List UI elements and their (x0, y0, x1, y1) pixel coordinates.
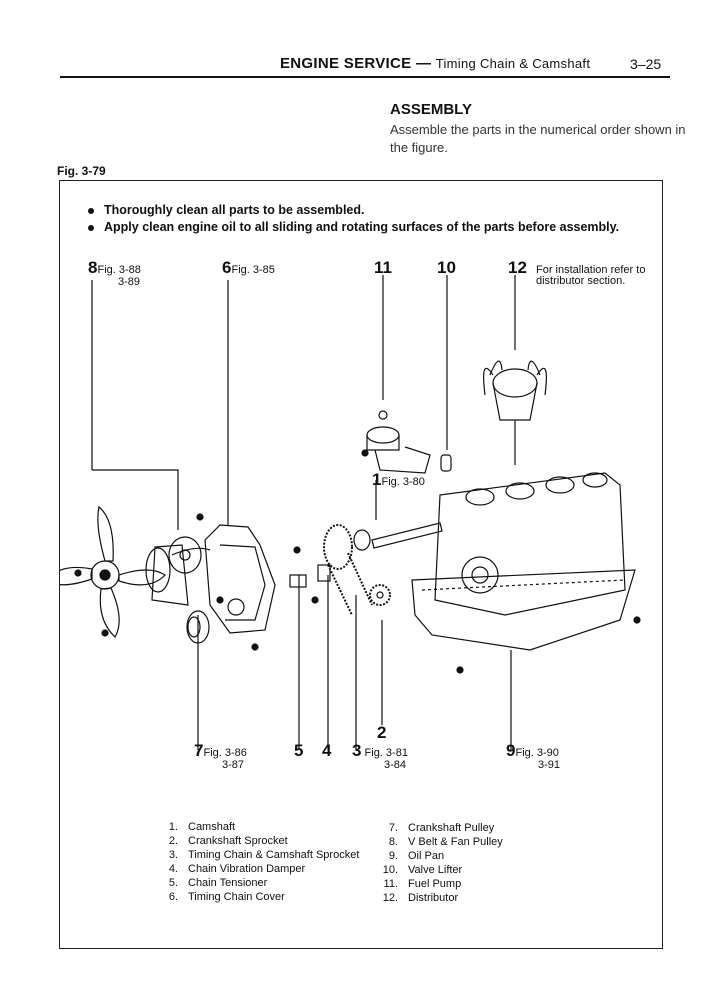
callout-8: 8Fig. 3-88 3-89 (88, 258, 141, 288)
callout-1: 1Fig. 3-80 (372, 470, 425, 489)
legend-item: 7.Crankshaft Pulley (388, 822, 495, 834)
bullet-text: Thoroughly clean all parts to be assembl… (104, 203, 365, 217)
callout-11: 11 (374, 258, 392, 277)
bolt (633, 616, 641, 624)
legend-item: 4.Chain Vibration Damper (168, 863, 306, 875)
callout-2: 2 (377, 723, 387, 742)
fan-assembly (60, 505, 166, 638)
valve-lifter (440, 454, 452, 472)
chain-vibration-damper (317, 564, 331, 582)
legend-item: 8.V Belt & Fan Pulley (388, 836, 503, 848)
callout-6: 6Fig. 3-85 (222, 258, 275, 277)
leader-line-8b (92, 469, 179, 530)
distributor (483, 360, 547, 465)
header-dash: — (415, 55, 432, 72)
section-title: ENGINE SERVICE (280, 55, 412, 72)
bullet-text: Apply clean engine oil to all sliding an… (104, 220, 620, 234)
callout-7: 7Fig. 3-86 3-87 (194, 741, 247, 771)
camshaft-sprocket (323, 524, 353, 570)
legend-item: 12.Distributor (382, 892, 459, 904)
bolt (216, 596, 224, 604)
chain-tensioner (289, 574, 307, 588)
header-rule (60, 76, 670, 78)
crankshaft-pulley (186, 610, 210, 644)
bullet-clean-parts: Thoroughly clean all parts to be assembl… (88, 203, 364, 217)
bolt (74, 569, 82, 577)
crankshaft-sprocket (369, 584, 391, 606)
bolt (293, 546, 301, 554)
callout-12: 12 For installation refer to distributor… (508, 258, 646, 287)
page-number: 3–25 (630, 56, 662, 72)
callout-3: 3 Fig. 3-81 3-84 (352, 741, 408, 771)
callout-5: 5 (294, 741, 304, 760)
assembly-instructions: Assemble the parts in the numerical orde… (390, 122, 686, 155)
bolt (456, 666, 464, 674)
bolt (101, 629, 109, 637)
timing-chain (327, 552, 373, 616)
callout-9: 9Fig. 3-90 3-91 (506, 741, 561, 771)
bullet-dot (88, 207, 94, 214)
alternator (461, 556, 499, 594)
fan-pulley (145, 547, 171, 593)
legend-item: 1.Camshaft (168, 821, 236, 833)
legend-item: 9.Oil Pan (388, 850, 445, 862)
fuel-pump (366, 410, 431, 474)
callout-4: 4 (322, 741, 332, 760)
assembly-heading: ASSEMBLY (390, 101, 472, 118)
engine-block (434, 472, 626, 616)
legend-item: 6.Timing Chain Cover (168, 891, 285, 903)
figure-label: Fig. 3-79 (57, 164, 106, 178)
callout-10: 10 (437, 258, 456, 277)
bullet-apply-oil: Apply clean engine oil to all sliding an… (88, 220, 619, 234)
bolt (311, 596, 319, 604)
section-subtitle: Timing Chain & Camshaft (435, 56, 591, 71)
v-belt (151, 544, 189, 606)
bolt (196, 513, 204, 521)
figure-frame (59, 180, 663, 949)
water-pump-pulley (168, 536, 202, 574)
legend-item: 3.Timing Chain & Camshaft Sprocket (168, 849, 360, 861)
legend-item: 11.Fuel Pump (383, 878, 462, 890)
bolt (361, 449, 369, 457)
bolt (251, 643, 259, 651)
legend-left: 1.Camshaft 2.Crankshaft Sprocket 3.Timin… (150, 820, 360, 904)
page-header-title: ENGINE SERVICE — Timing Chain & Camshaft (280, 55, 590, 72)
camshaft (371, 522, 443, 549)
legend-item: 2.Crankshaft Sprocket (168, 835, 288, 847)
legend-right: 7.Crankshaft Pulley 8.V Belt & Fan Pulle… (370, 821, 503, 905)
exploded-engine-diagram (60, 275, 641, 750)
oil-pan (411, 569, 636, 651)
legend-item: 5.Chain Tensioner (168, 877, 268, 889)
legend-item: 10.Valve Lifter (382, 864, 463, 876)
timing-chain-cover (204, 524, 276, 634)
bullet-dot (88, 224, 94, 231)
